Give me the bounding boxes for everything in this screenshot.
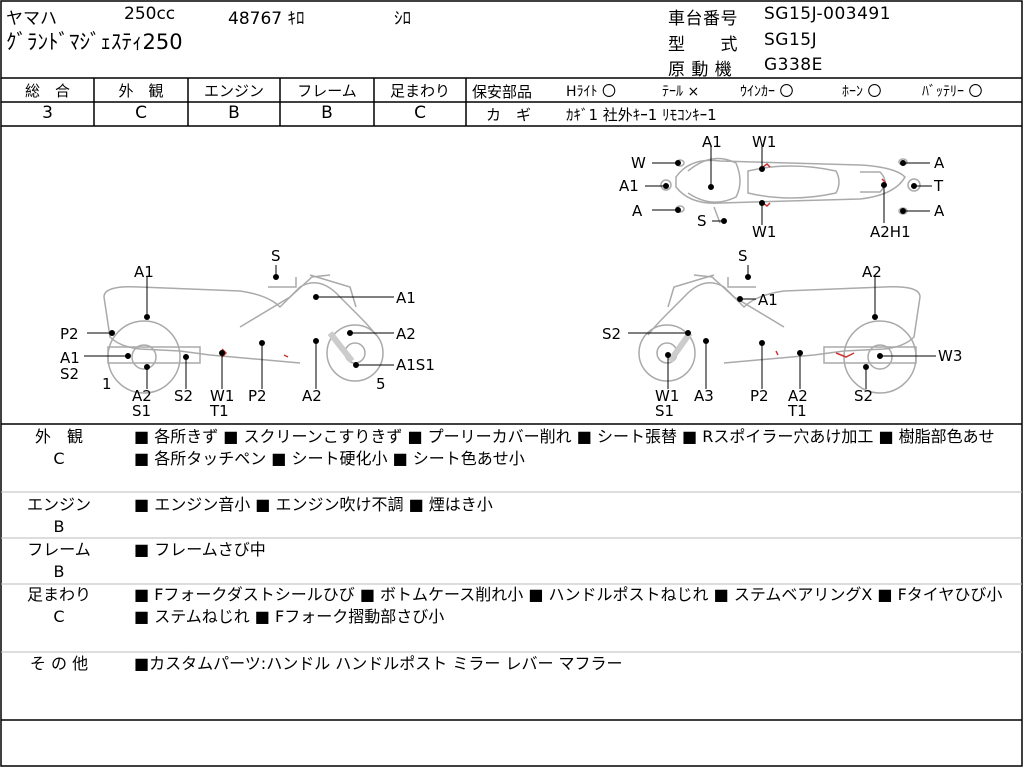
svg-text:A2: A2 (132, 387, 152, 405)
grade-value-suspension: C (414, 103, 426, 123)
svg-text:A1: A1 (619, 177, 639, 195)
type-value: SG15J (764, 30, 818, 50)
svg-text:W1: W1 (752, 133, 776, 151)
svg-text:S1: S1 (132, 402, 151, 420)
section-frame-text: ■ フレームさび中 (134, 540, 266, 559)
section-other-text: ■カスタムパーツ:ハンドル ハンドルポスト ミラー レバー マフラー (134, 654, 623, 673)
part-taillight: ﾃｰﾙ × (662, 84, 700, 100)
color: ｼﾛ (394, 9, 411, 29)
right-view-outline (638, 274, 921, 394)
displacement: 250cc (124, 4, 176, 24)
svg-text:5: 5 (376, 375, 386, 393)
svg-text:S2: S2 (854, 387, 873, 405)
svg-text:T: T (933, 177, 944, 195)
svg-text:W3: W3 (938, 347, 962, 365)
svg-text:1: 1 (102, 375, 112, 393)
grade-label-overall: 総 合 (24, 82, 70, 100)
parts-title: 保安部品 (472, 83, 533, 101)
svg-text:A2H1: A2H1 (870, 223, 911, 241)
left-view-outline (103, 274, 384, 394)
svg-text:A: A (934, 154, 945, 172)
svg-text:P2: P2 (248, 387, 267, 405)
part-winker: ｳｲﾝｶｰ 〇 (740, 84, 794, 100)
chassis-label: 車台番号 (668, 9, 738, 29)
svg-text:P2: P2 (60, 325, 79, 343)
svg-text:A1: A1 (396, 289, 416, 307)
grade-value-engine: B (228, 103, 240, 123)
svg-text:A2: A2 (302, 387, 322, 405)
svg-text:P2: P2 (750, 387, 769, 405)
part-headlight: Hﾗｲﾄ 〇 (566, 84, 616, 100)
type-label: 型 式 (668, 35, 738, 55)
svg-text:S1: S1 (655, 402, 674, 420)
svg-text:A1: A1 (702, 133, 722, 151)
svg-text:S: S (738, 247, 748, 265)
svg-text:T1: T1 (787, 402, 807, 420)
svg-text:S2: S2 (174, 387, 193, 405)
mileage: 48767 ｷﾛ (228, 9, 305, 29)
svg-text:W1: W1 (655, 387, 679, 405)
grade-label-engine: エンジン (203, 82, 264, 100)
damage-diagram: A1 W1 W A A1 T A A S W1 A2H1 (60, 133, 962, 420)
svg-text:A2: A2 (396, 325, 416, 343)
svg-text:A2: A2 (862, 263, 882, 281)
svg-text:W1: W1 (752, 223, 776, 241)
grade-value-exterior: C (135, 103, 147, 123)
svg-text:W: W (631, 154, 646, 172)
section-other-label: そ の 他 (29, 654, 89, 673)
svg-text:A1: A1 (758, 291, 778, 309)
svg-text:A: A (934, 202, 945, 220)
grade-label-suspension: 足まわり (389, 82, 450, 100)
section-suspension-text: ■ Fフォークダストシールひび ■ ボトムケース削れ小 ■ ハンドルポストねじれ… (134, 585, 1003, 626)
svg-text:A1S1: A1S1 (396, 356, 435, 374)
svg-text:W1: W1 (210, 387, 234, 405)
keys-value: ｶｷﾞ1 社外ｷｰ1 ﾘﾓｺﾝｷｰ1 (566, 106, 717, 124)
svg-text:S: S (271, 247, 281, 265)
model-name: ｸﾞﾗﾝﾄﾞﾏｼﾞｪｽﾃｨ250 (6, 30, 183, 54)
top-view-outline (660, 157, 921, 224)
grade-value-frame: B (321, 103, 333, 123)
svg-text:S: S (697, 212, 707, 230)
part-horn: ﾎｰﾝ 〇 (842, 84, 882, 100)
svg-text:A1: A1 (60, 349, 80, 367)
svg-text:A: A (632, 202, 643, 220)
grade-label-exterior: 外 観 (118, 82, 164, 100)
svg-text:A2: A2 (788, 387, 808, 405)
right-damage-marks (775, 350, 855, 358)
chassis-value: SG15J-003491 (764, 4, 892, 24)
left-damage-marks (221, 348, 289, 358)
section-engine-text: ■ エンジン音小 ■ エンジン吹け不調 ■ 煙はき小 (134, 495, 493, 514)
section-exterior-text: ■ 各所きず ■ スクリーンこすりきず ■ プーリーカバー削れ ■ シート張替 … (134, 427, 995, 468)
engine-label: 原 動 機 (668, 60, 733, 80)
maker: ヤマハ (6, 9, 57, 29)
part-battery: ﾊﾞｯﾃﾘｰ 〇 (922, 84, 983, 100)
svg-text:S2: S2 (602, 325, 621, 343)
keys-label: カ ギ (486, 106, 532, 124)
engine-value: G338E (764, 55, 823, 75)
svg-text:A1: A1 (134, 263, 154, 281)
svg-text:S2: S2 (60, 365, 79, 383)
svg-text:A3: A3 (694, 387, 714, 405)
svg-text:T1: T1 (209, 402, 229, 420)
grade-label-frame: フレーム (297, 82, 357, 100)
grade-value-overall: 3 (42, 103, 53, 123)
